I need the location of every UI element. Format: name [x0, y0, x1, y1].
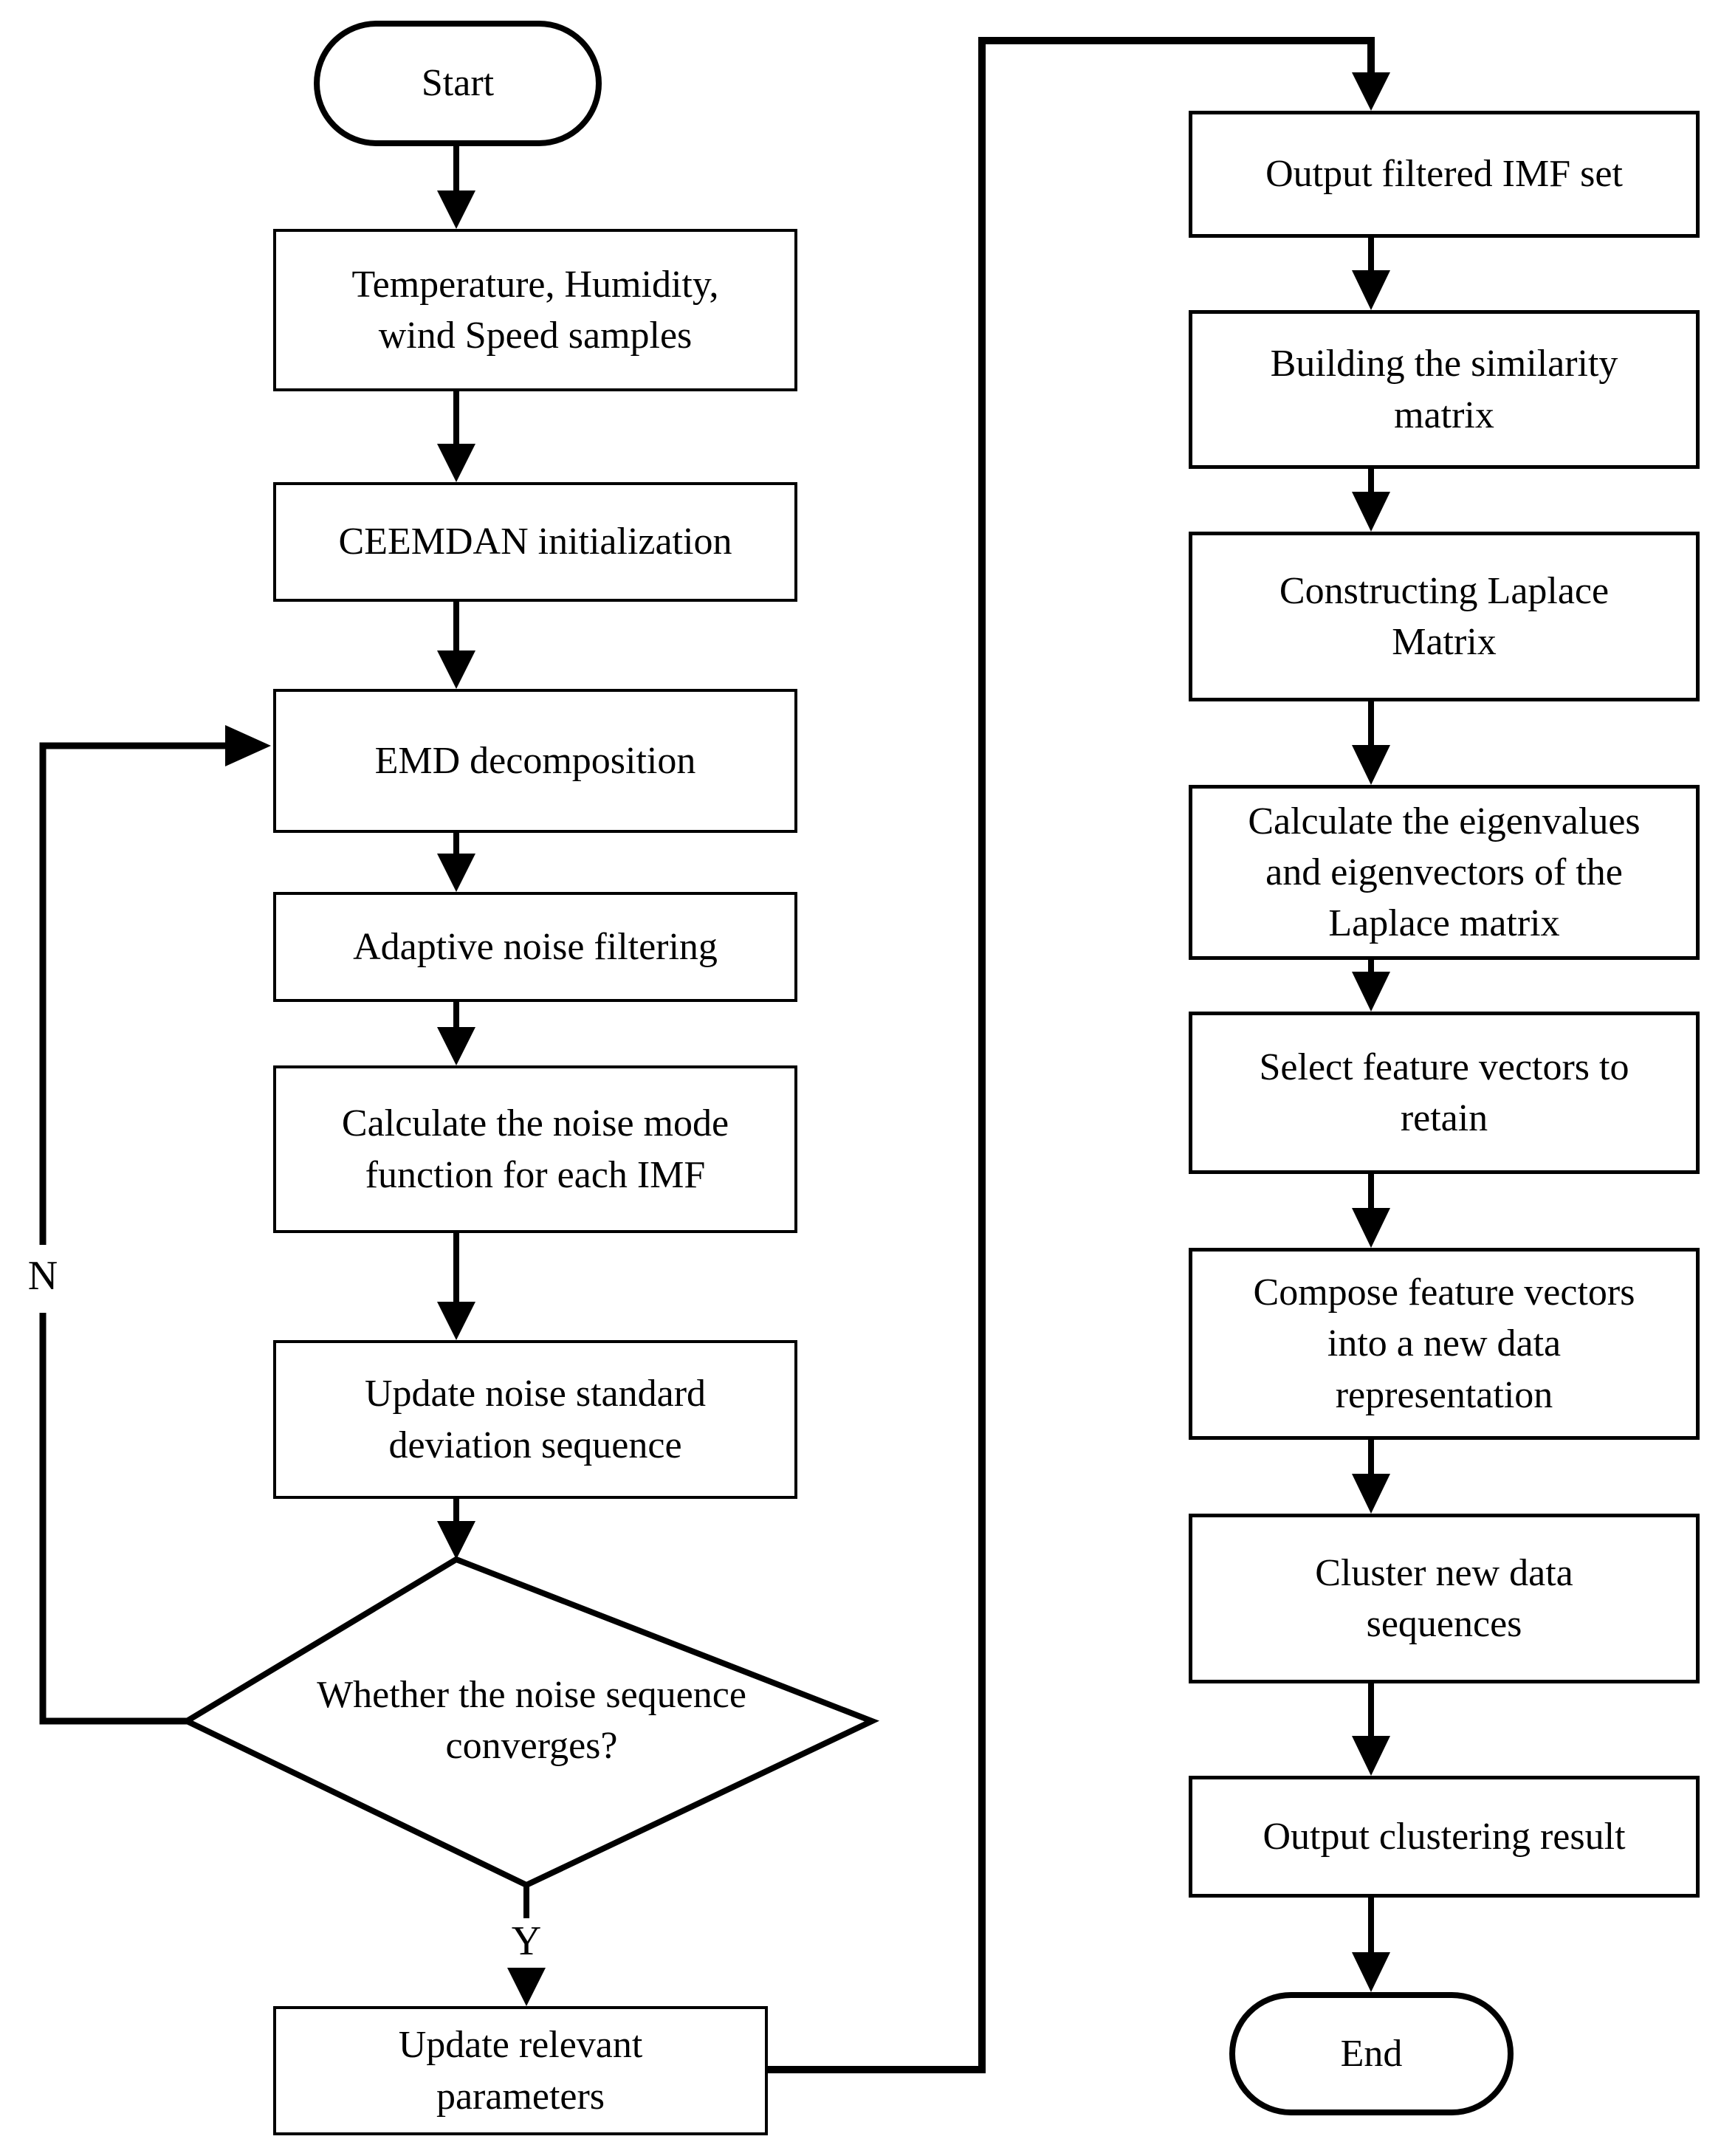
process-update-parameters: Update relevant parameters — [273, 2006, 768, 2135]
label-no: N — [0, 1248, 86, 1304]
arrow-similarity-to-laplace — [1352, 467, 1390, 532]
process-output-clustering-result-label: Output clustering result — [1263, 1815, 1626, 1858]
process-output-clustering-result: Output clustering result — [1189, 1776, 1700, 1898]
start-label: Start — [421, 62, 495, 105]
process-calc-eigen: Calculate the eigenvalues and eigenvecto… — [1189, 785, 1700, 960]
process-cluster-sequences-label: Cluster new data sequences — [1315, 1551, 1573, 1645]
end-terminator: End — [1229, 1992, 1514, 2115]
process-build-similarity-matrix-label: Building the similarity matrix — [1270, 343, 1618, 436]
arrow-eigen-to-select — [1352, 958, 1390, 1012]
arrow-outputresult-to-end — [1352, 1895, 1390, 1992]
process-output-imf-set-label: Output filtered IMF set — [1265, 153, 1623, 196]
arrow-cluster-to-outputresult — [1352, 1681, 1390, 1776]
label-no-text: N — [27, 1252, 58, 1299]
arrow-adaptive-to-calcnoise — [437, 1000, 475, 1065]
process-adaptive-noise-filtering: Adaptive noise filtering — [273, 892, 797, 1002]
arrow-start-to-samples — [437, 144, 475, 229]
arrow-ceemdan-to-emd — [437, 600, 475, 689]
arrow-calcnoise-to-updatestd — [437, 1231, 475, 1340]
connector-update-params-to-output-imf — [768, 37, 1390, 2073]
process-construct-laplace-matrix: Constructing Laplace Matrix — [1189, 532, 1700, 701]
label-yes-text: Y — [511, 1918, 542, 1964]
process-select-feature-vectors: Select feature vectors to retain — [1189, 1012, 1700, 1174]
process-samples: Temperature, Humidity, wind Speed sample… — [273, 229, 797, 391]
process-update-noise-std-label: Update noise standard deviation sequence — [364, 1373, 707, 1466]
decision-noise-converges-label: Whether the noise sequence converges? — [317, 1673, 746, 1767]
decision-noise-converges: Whether the noise sequence converges? — [221, 1643, 842, 1798]
process-update-parameters-label: Update relevant parameters — [398, 2024, 643, 2118]
process-calc-eigen-label: Calculate the eigenvalues and eigenvecto… — [1248, 800, 1641, 945]
arrow-emd-to-adaptive — [437, 831, 475, 892]
process-build-similarity-matrix: Building the similarity matrix — [1189, 310, 1700, 469]
process-ceemdan-initialization-label: CEEMDAN initialization — [338, 521, 732, 563]
arrow-select-to-compose — [1352, 1172, 1390, 1248]
process-adaptive-noise-filtering-label: Adaptive noise filtering — [353, 925, 718, 968]
process-output-imf-set: Output filtered IMF set — [1189, 111, 1700, 238]
loop-decision-no-path — [39, 725, 271, 1725]
process-select-feature-vectors-label: Select feature vectors to retain — [1259, 1046, 1629, 1139]
process-update-noise-std: Update noise standard deviation sequence — [273, 1340, 797, 1499]
arrow-outputimf-to-similarity — [1352, 236, 1390, 310]
arrow-laplace-to-eigen — [1352, 699, 1390, 785]
process-construct-laplace-matrix-label: Constructing Laplace Matrix — [1279, 569, 1610, 663]
process-compose-feature-vectors-label: Compose feature vectors into a new data … — [1253, 1271, 1635, 1416]
start-terminator: Start — [314, 21, 602, 146]
arrow-decision-yes — [507, 1885, 546, 2006]
process-emd-decomposition-label: EMD decomposition — [374, 739, 696, 782]
process-calc-noise-mode-label: Calculate the noise mode function for ea… — [341, 1102, 729, 1196]
process-emd-decomposition: EMD decomposition — [273, 689, 797, 833]
process-calc-noise-mode: Calculate the noise mode function for ea… — [273, 1065, 797, 1233]
label-yes: Y — [484, 1915, 569, 1968]
process-ceemdan-initialization: CEEMDAN initialization — [273, 482, 797, 602]
process-cluster-sequences: Cluster new data sequences — [1189, 1514, 1700, 1683]
arrow-updatestd-to-decision — [437, 1497, 475, 1559]
process-compose-feature-vectors: Compose feature vectors into a new data … — [1189, 1248, 1700, 1440]
end-label: End — [1340, 2032, 1403, 2075]
arrow-samples-to-ceemdan — [437, 389, 475, 482]
process-samples-label: Temperature, Humidity, wind Speed sample… — [351, 263, 719, 357]
arrow-compose-to-cluster — [1352, 1438, 1390, 1514]
